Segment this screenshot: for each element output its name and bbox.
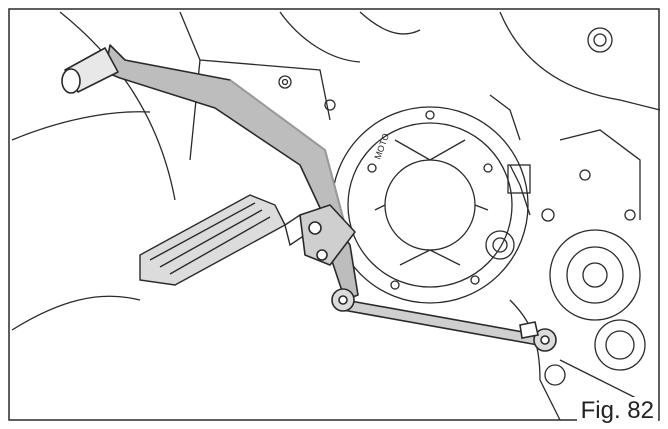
lever-end-rubber <box>61 47 119 94</box>
engine-background <box>11 11 661 421</box>
sprocket <box>549 229 641 321</box>
gear-lever <box>61 44 359 301</box>
linkage-rod <box>331 288 557 352</box>
footpeg <box>139 194 306 286</box>
pivot-bolt <box>485 230 515 260</box>
figure-label: Fig. 82 <box>576 397 658 425</box>
